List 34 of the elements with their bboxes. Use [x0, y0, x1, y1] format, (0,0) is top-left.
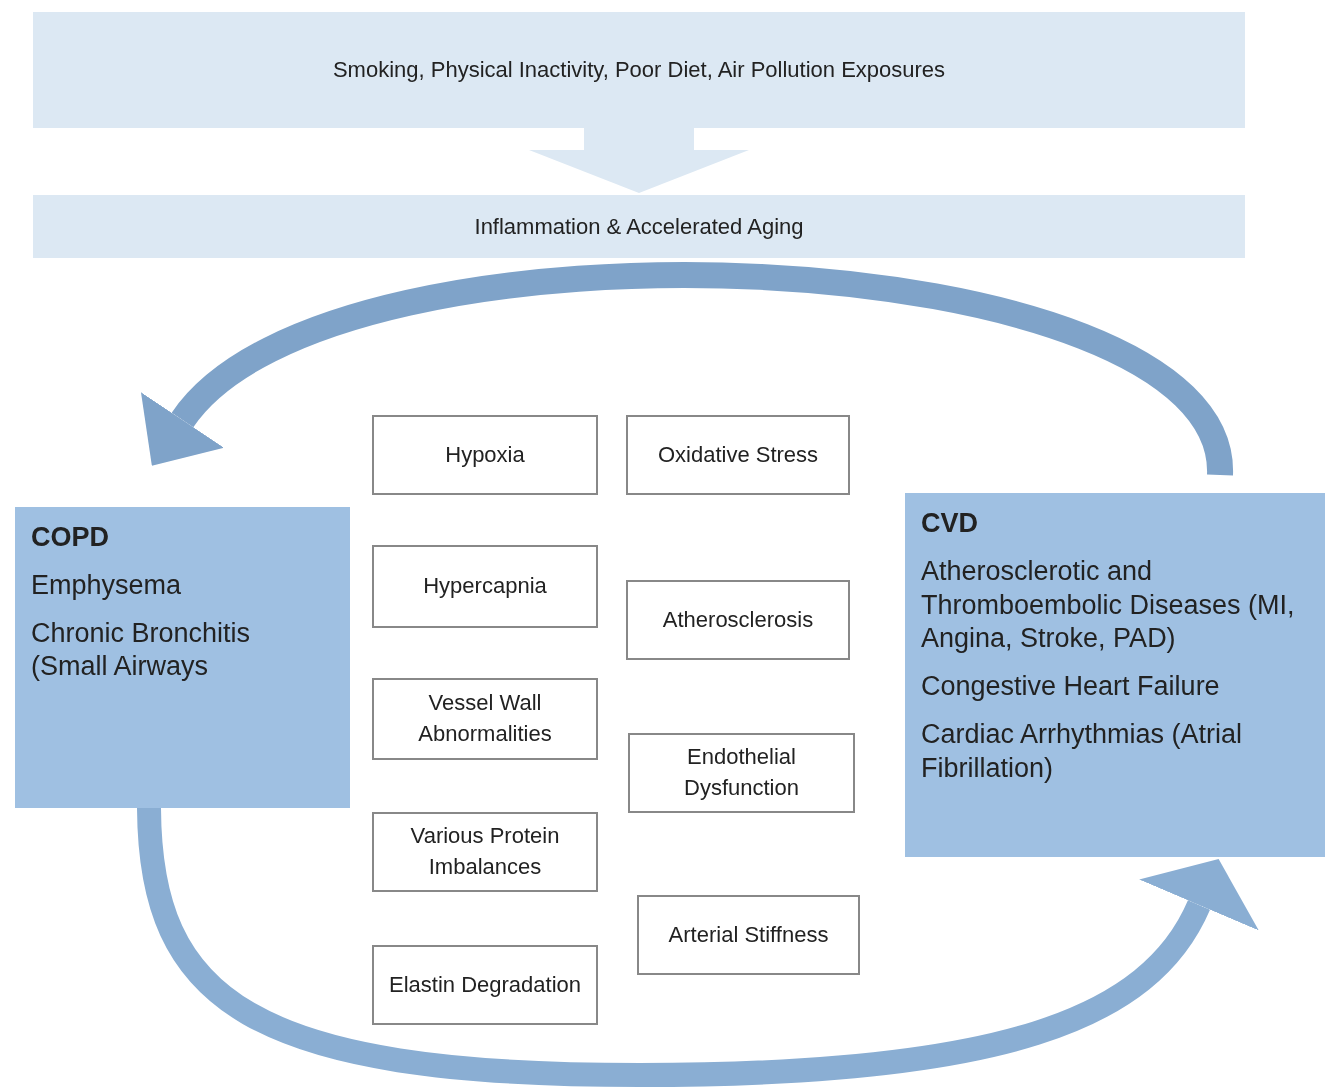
process-box	[628, 733, 855, 813]
arrow	[142, 262, 1233, 479]
disease-box	[15, 507, 350, 808]
label: Hypoxia	[445, 440, 525, 469]
label: Vessel Wall Abnormalities	[417, 689, 553, 748]
process-box	[372, 545, 598, 628]
label: Oxidative Stress	[657, 440, 819, 469]
label: Various Protein Imbalances	[409, 822, 561, 881]
heading: COPD	[31, 521, 110, 554]
disease-box	[905, 493, 1325, 857]
disease-label: Emphysema	[31, 568, 183, 602]
label: Elastin Degradation	[389, 970, 581, 999]
label: Hypercapnia	[423, 572, 547, 601]
label: Arterial Stiffness	[668, 920, 829, 949]
banner-box	[33, 195, 1245, 258]
process-box	[372, 945, 598, 1025]
banner-box	[33, 12, 1245, 128]
arrow	[137, 807, 1257, 1087]
label: Smoking, Physical Inactivity, Poor Diet, Air Pollution Exposures	[332, 57, 946, 83]
disease-label: Atherosclerotic and Thromboembolic Diseases (MI, Angina, Stroke, PAD)	[921, 554, 1296, 656]
process-box	[372, 415, 598, 495]
arrow	[529, 128, 749, 193]
process-box	[372, 812, 598, 892]
heading: CVD	[921, 507, 979, 540]
process-box	[626, 415, 850, 495]
disease-label: Congestive Heart Failure	[921, 670, 1221, 703]
disease-label: Chronic Bronchitis (Small Airways	[31, 616, 252, 684]
process-box	[372, 678, 598, 760]
disease-label: Cardiac Arrhythmias (Atrial Fibrillation)	[921, 717, 1244, 785]
label: Endothelial Dysfunction	[683, 743, 800, 802]
label: Atherosclerosis	[662, 605, 814, 634]
label: Inflammation & Accelerated Aging	[474, 213, 804, 240]
process-box	[626, 580, 850, 660]
process-box	[637, 895, 860, 975]
